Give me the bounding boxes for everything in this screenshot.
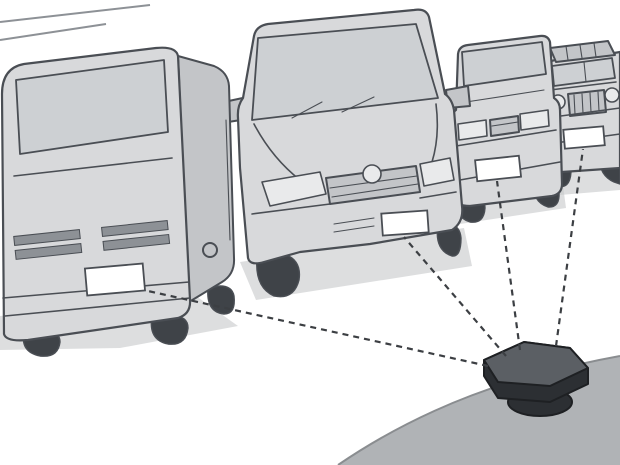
taillight-cluster-right bbox=[101, 220, 171, 251]
wheel bbox=[150, 315, 189, 345]
bumper-lines bbox=[251, 191, 457, 215]
taillight-slat bbox=[14, 242, 83, 260]
taillight-slat bbox=[101, 220, 169, 237]
taillight-slat bbox=[13, 229, 81, 247]
scan-beam-to-offroader bbox=[554, 148, 585, 347]
headlight bbox=[261, 171, 327, 207]
wheel bbox=[207, 285, 235, 315]
license-plate-1 bbox=[83, 262, 146, 297]
license-plate-mount bbox=[474, 154, 523, 183]
headlight bbox=[457, 119, 488, 141]
hood-line bbox=[465, 89, 545, 103]
wipers bbox=[291, 96, 375, 119]
license-plate-2 bbox=[380, 209, 430, 237]
van-side-panel bbox=[177, 55, 236, 303]
windshield bbox=[251, 23, 439, 121]
vehicle-suv bbox=[448, 34, 564, 223]
scan-beam-to-minivan bbox=[403, 236, 507, 357]
license-plate-3 bbox=[474, 154, 523, 183]
rear-window bbox=[15, 59, 169, 155]
grille-slat bbox=[491, 121, 519, 127]
scan-beams bbox=[147, 148, 585, 368]
background-edge-line bbox=[0, 23, 107, 41]
background-edge-line bbox=[0, 4, 151, 23]
roof-box-slats bbox=[565, 42, 597, 61]
headlight bbox=[604, 87, 620, 103]
taillight-slat bbox=[102, 233, 171, 251]
scan-beam-to-van bbox=[147, 289, 489, 368]
license-plate-mount bbox=[562, 125, 606, 150]
grille bbox=[567, 89, 607, 117]
brand-emblem bbox=[362, 164, 382, 184]
license-plate-4 bbox=[562, 125, 606, 150]
grille-slats bbox=[573, 91, 600, 115]
sensor-top-face bbox=[483, 341, 589, 387]
headlight bbox=[419, 157, 455, 187]
body-crease bbox=[13, 157, 173, 177]
headlight bbox=[519, 109, 550, 131]
vehicle-minivan bbox=[223, 8, 471, 298]
windshield-divider bbox=[583, 61, 587, 83]
background-lines bbox=[0, 4, 151, 41]
bumper-vents bbox=[333, 217, 375, 233]
hood-line bbox=[549, 81, 617, 91]
license-plate-mount bbox=[380, 209, 430, 237]
taillight-cluster-left bbox=[13, 229, 83, 260]
vehicle-van-rear bbox=[0, 46, 236, 357]
door-seam bbox=[225, 119, 231, 241]
windshield bbox=[461, 41, 547, 87]
grille bbox=[489, 115, 520, 137]
license-plate-mount bbox=[83, 262, 146, 297]
sensor-device bbox=[483, 341, 589, 417]
fuel-cap bbox=[202, 242, 218, 258]
